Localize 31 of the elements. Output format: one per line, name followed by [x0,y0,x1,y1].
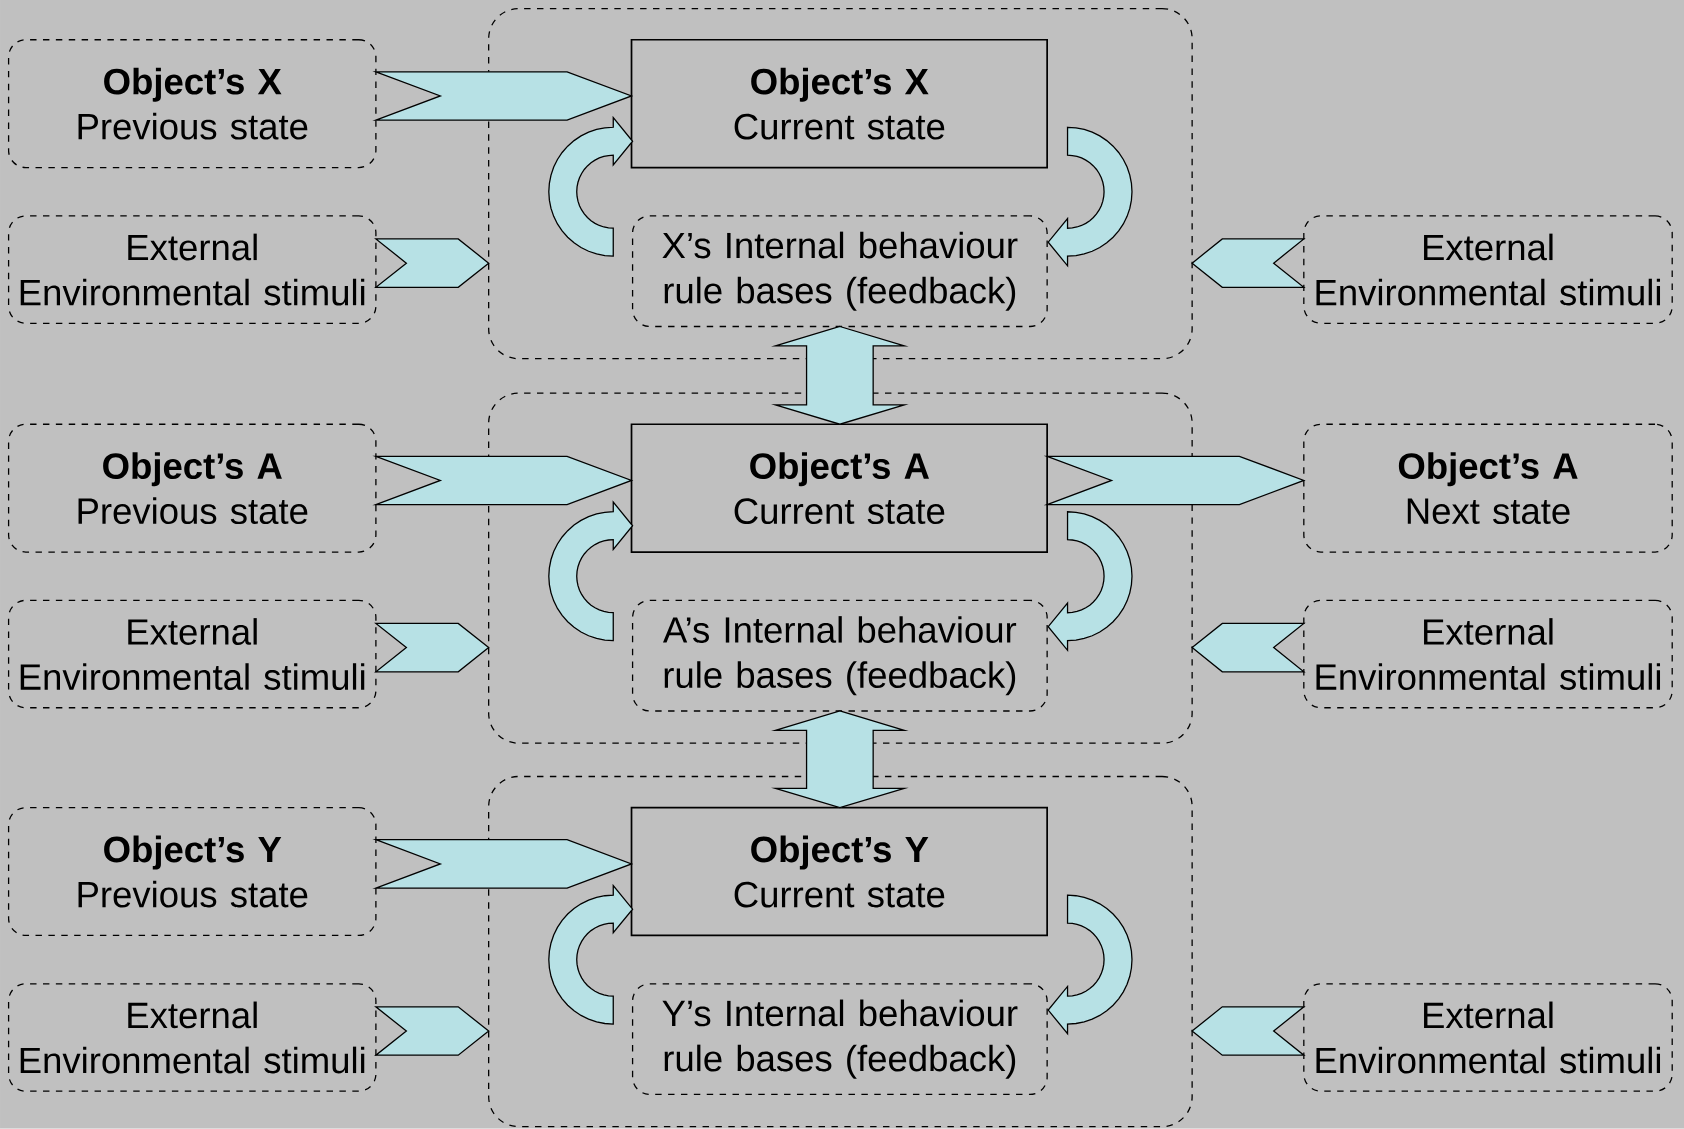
stimuli-box: External Environmental stimuli [1303,215,1673,325]
curved-arrow [548,883,634,1025]
block-arrow [372,455,634,506]
block-arrow [372,839,634,889]
previous-state-box: Object’s A Previous state [7,423,377,553]
double-arrow [771,325,909,426]
current-state-box: Object’s A Current state [630,423,1048,553]
stimuli-box: External Environmental stimuli [7,983,377,1092]
group-box [488,392,1193,744]
block-arrow [1043,455,1306,506]
curved-arrow [548,115,634,257]
stimuli-box: External Environmental stimuli [1303,599,1673,709]
current-state-box: Object’s Y Current state [630,806,1048,937]
previous-state-box: Object’s Y Previous state [7,807,377,937]
double-arrow [771,710,909,809]
block-arrow [374,622,490,673]
block-arrow [1191,1006,1306,1056]
next-state-box: Object’s A Next state [1303,423,1673,553]
current-state-box: Object’s X Current state [630,39,1048,169]
curved-arrow [1047,511,1133,653]
block-arrow [1191,622,1306,673]
previous-state-box: Object’s X Previous state [7,39,377,169]
block-arrow [1191,238,1306,289]
block-arrow [374,238,490,289]
group-box [488,8,1193,360]
group-box [488,775,1193,1128]
block-arrow [372,71,634,121]
stimuli-box: External Environmental stimuli [7,215,377,325]
stimuli-box: External Environmental stimuli [7,599,377,709]
block-arrow [374,1006,490,1056]
stimuli-box: External Environmental stimuli [1303,983,1673,1092]
